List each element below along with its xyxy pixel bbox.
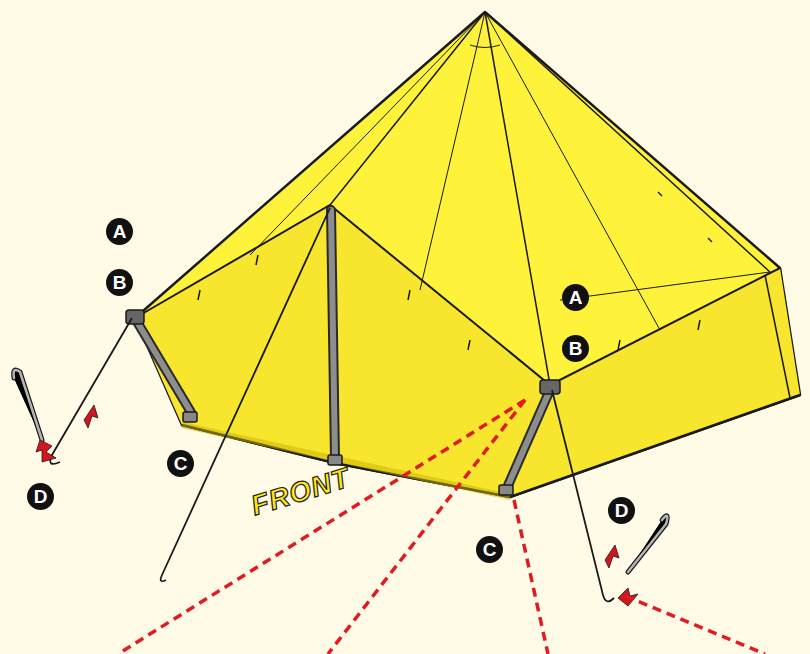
- callout-letter: A: [562, 284, 589, 311]
- front-label: FRONT: [247, 462, 353, 522]
- callout-letter: C: [167, 450, 194, 477]
- callout-letter: B: [106, 269, 133, 296]
- callout-letter: D: [27, 483, 54, 510]
- callout-letter: D: [608, 497, 635, 524]
- callout-letter: C: [476, 536, 503, 563]
- callout-letter: B: [562, 335, 589, 362]
- callout-letter: A: [106, 218, 133, 245]
